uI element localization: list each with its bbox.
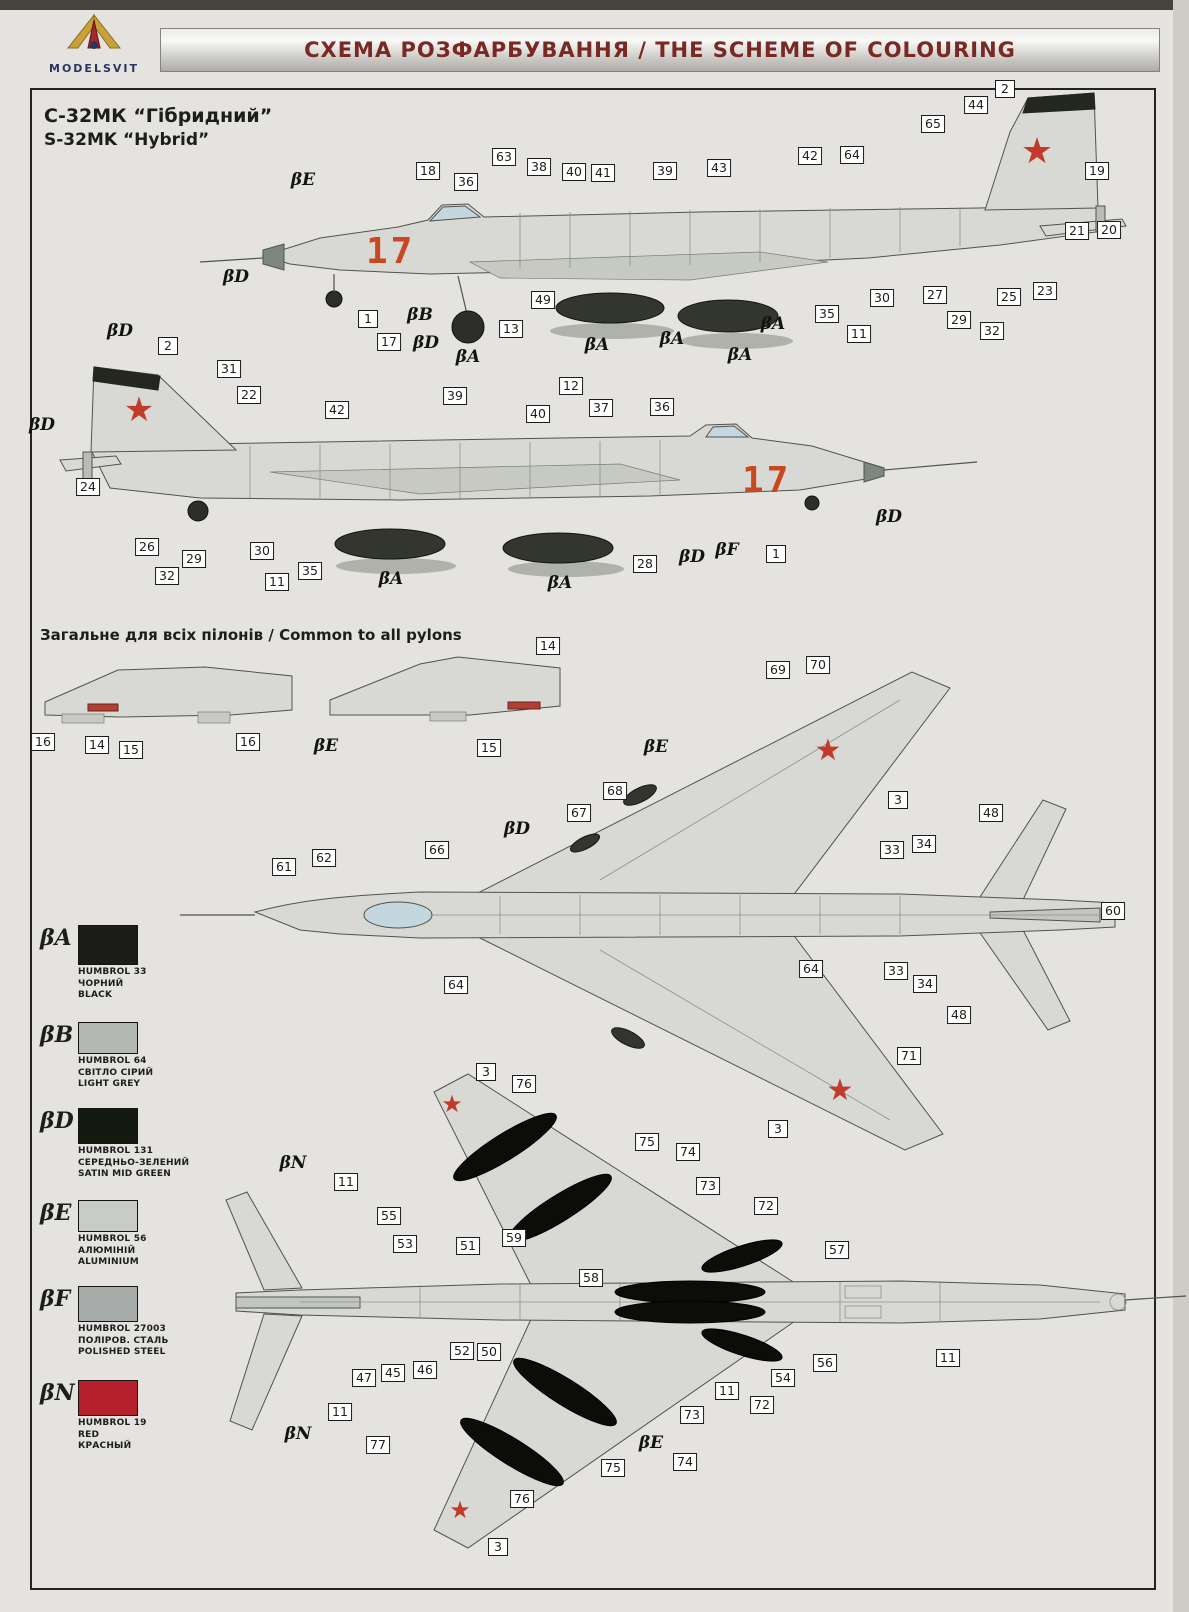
- variant-title: С-32МК “Гібридний” S-32MK “Hybrid”: [44, 104, 272, 151]
- paint-code: βF: [40, 1286, 71, 1312]
- fin-tip-dark: [1022, 92, 1096, 114]
- pylons-section-label: Загальне для всіх пілонів / Common to al…: [40, 626, 462, 644]
- bomb: [555, 292, 665, 324]
- red-star-marking: ★: [441, 1090, 463, 1118]
- bomb: [701, 1328, 783, 1362]
- modelsvit-emblem-icon: [66, 13, 122, 49]
- diagram-frame: [30, 88, 1156, 1590]
- variant-name-english: S-32MK “Hybrid”: [44, 129, 210, 150]
- tactical-number: 17: [366, 231, 415, 272]
- logo-text: MODELSVIT: [49, 62, 139, 75]
- top-view: ★ ★: [180, 671, 1116, 1151]
- red-star-marking: ★: [449, 1496, 471, 1524]
- paint-swatch: [78, 1108, 138, 1144]
- fin-tip-dark: [92, 366, 161, 391]
- canopy: [428, 205, 482, 222]
- page-title: СХЕМА РОЗФАРБУВАННЯ / THE SCHEME OF COLO…: [304, 38, 1016, 62]
- bomb: [677, 299, 779, 333]
- fuselage: [90, 423, 885, 501]
- red-star-marking: ★: [1021, 131, 1053, 172]
- nose-wheel: [804, 495, 820, 511]
- main-wheel: [187, 500, 209, 522]
- red-star-marking: ★: [827, 1073, 854, 1108]
- red-star-marking: ★: [124, 390, 154, 430]
- canopy: [363, 901, 433, 929]
- paint-code: βD: [40, 1108, 74, 1134]
- paint-swatch: [78, 1022, 138, 1054]
- paint-code: βA: [40, 925, 72, 951]
- paint-swatch: [78, 1380, 138, 1416]
- paint-code: βB: [40, 1022, 74, 1048]
- wing-fairing: [468, 251, 829, 281]
- bomb: [614, 1280, 766, 1304]
- variant-name-ukrainian: С-32МК “Гібридний”: [44, 105, 273, 127]
- title-bar: СХЕМА РОЗФАРБУВАННЯ / THE SCHEME OF COLO…: [160, 28, 1160, 72]
- bomb: [513, 1357, 617, 1427]
- tailplane-lower: [977, 927, 1071, 1031]
- tailplane-lower: [229, 1313, 303, 1431]
- paint-swatch: [78, 1286, 138, 1322]
- tailplane-upper: [977, 799, 1067, 903]
- tactical-number: 17: [742, 460, 791, 501]
- paint-swatch: [78, 925, 138, 965]
- nose-wheel: [325, 290, 343, 308]
- tailplane-upper: [225, 1191, 303, 1291]
- scan-margin: [1173, 0, 1189, 1612]
- bomb: [334, 528, 446, 560]
- bomb: [453, 1112, 557, 1182]
- pylon-details: [44, 656, 561, 724]
- red-star-marking: ★: [815, 733, 842, 768]
- modelsvit-logo: MODELSVIT: [30, 12, 158, 82]
- bottom-view: ★ ★: [225, 1073, 1187, 1549]
- bomb: [614, 1300, 766, 1324]
- side-view-port: ★ 17: [59, 366, 978, 577]
- main-wheel: [451, 310, 485, 344]
- paint-code: βN: [40, 1380, 75, 1406]
- bomb: [460, 1417, 564, 1487]
- wing-fairing: [269, 463, 681, 495]
- canopy: [705, 425, 750, 438]
- bomb: [502, 532, 614, 564]
- paint-swatch: [78, 1200, 138, 1232]
- side-view-starboard: ★ 17: [199, 92, 1127, 349]
- paint-code: βE: [40, 1200, 72, 1226]
- bomb: [701, 1239, 783, 1273]
- scan-edge: [0, 0, 1189, 10]
